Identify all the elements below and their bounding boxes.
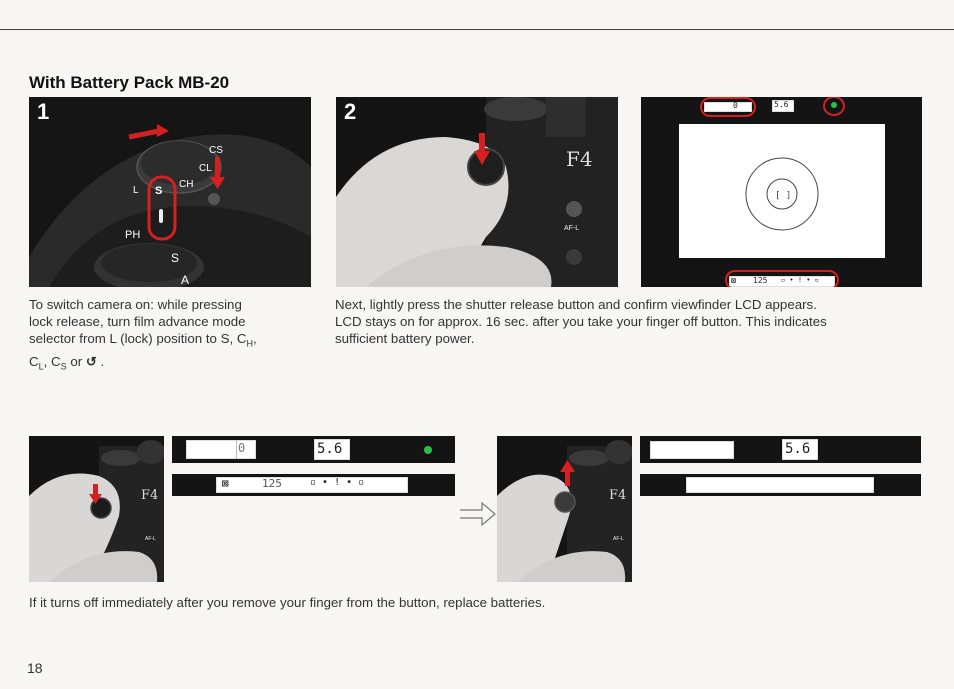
lcd-top-panel-off: 5.6 (640, 436, 921, 463)
lcd-scale-icon: ▫ • ! • ▫ (310, 477, 365, 488)
dial-label-ph: PH (125, 229, 141, 241)
page-number: 18 (27, 660, 43, 676)
viewfinder-scale-icon: ▫ • ! • ▫ (781, 276, 819, 284)
viewfinder-top-indicator-highlight (700, 97, 756, 117)
lcd-top-indicator-on (186, 440, 256, 459)
lcd-aperture-box-on (314, 439, 350, 460)
lcd-top-value-on: 0 (238, 441, 246, 455)
viewfinder-aperture: 5.6 (774, 100, 789, 109)
af-lock-label: AF-L (564, 225, 580, 232)
step-1-caption-line-3: selector from L (lock) position to S, CH… (29, 331, 257, 349)
bottom-caption: If it turns off immediately after you re… (29, 595, 546, 610)
dial-label-cl: CL (199, 163, 212, 174)
lcd-aperture-box-off (782, 439, 818, 460)
release-button-illustration (497, 436, 632, 582)
dial-label-cs: CS (209, 145, 223, 156)
lcd-top-panel-on: 0 5.6 (172, 436, 455, 463)
dial-label-s-lower: S (171, 251, 180, 265)
sub-s: S (60, 361, 67, 372)
step-2-caption-line-1: Next, lightly press the shutter release … (335, 297, 817, 312)
viewfinder-bottom-highlight (725, 270, 839, 287)
right-camera-model-label: F4 (609, 488, 627, 503)
shutter-press-illustration (336, 97, 618, 287)
left-camera-model-label: F4 (141, 488, 159, 503)
camera-model-label: F4 (566, 147, 593, 171)
arrow-right-icon (460, 501, 496, 527)
lcd-meter-icon: ⊠ (222, 477, 229, 490)
lcd-bottom-display-on (216, 477, 408, 493)
lcd-aperture-off: 5.6 (785, 441, 811, 457)
step-1-number: 1 (37, 99, 50, 124)
release-button-photo: F4 AF-L (497, 436, 632, 582)
sub-l: L (38, 361, 44, 372)
dial-label-s: S (155, 185, 163, 197)
lcd-shutter-on: 125 (262, 477, 282, 490)
ready-light-highlight (823, 97, 845, 116)
lcd-aperture-on: 5.6 (317, 441, 343, 457)
viewfinder-top-value: 0 (733, 101, 738, 110)
lcd-ready-light-icon (424, 446, 432, 454)
right-af-lock-label: AF-L (613, 536, 624, 542)
lcd-bottom-panel-on: ⊠ 125 ▫ • ! • ▫ (172, 474, 455, 496)
lcd-bottom-panel-off (640, 474, 921, 496)
lcd-divider (236, 440, 237, 459)
svg-text:[ ]: [ ] (775, 191, 791, 201)
step-2-number: 2 (344, 99, 357, 124)
left-af-lock-label: AF-L (145, 536, 156, 542)
step-2-caption-line-2: LCD stays on for approx. 16 sec. after y… (335, 314, 827, 329)
step-1-caption-line-2: lock release, turn film advance mode (29, 314, 246, 329)
viewfinder-screen (679, 124, 885, 258)
self-timer-icon: ↺ (85, 353, 97, 369)
step-1-caption-line-4: CL, CS or ↺ . (29, 353, 105, 372)
viewfinder-aperture-box (772, 100, 794, 112)
focus-circle-icon: [ ] (745, 157, 819, 231)
sub-h: H (246, 338, 254, 349)
step-2-caption-line-3: sufficient battery power. (335, 331, 475, 346)
step-1-caption: To switch camera on: while pressing lock… (29, 296, 319, 375)
lcd-top-indicator-off (650, 441, 734, 459)
step-2-photo: 2 F4 AF-L (336, 97, 618, 287)
top-rule (0, 29, 954, 30)
dial-label-l: L (133, 185, 139, 196)
lcd-bottom-display-off (686, 477, 874, 493)
viewfinder-diagram: 0 5.6 [ ] ⊠ 125 ▫ • ! • ▫ (641, 97, 922, 287)
dial-label-ch: CH (179, 179, 194, 190)
step-2-caption: Next, lightly press the shutter release … (335, 296, 925, 347)
step-1-photo: 1 S CH CL CS L PH S A (29, 97, 311, 287)
step-1-caption-line-1: To switch camera on: while pressing (29, 297, 242, 312)
section-heading: With Battery Pack MB-20 (29, 73, 230, 92)
press-button-photo: F4 AF-L (29, 436, 164, 582)
mode-dial-illustration (29, 97, 311, 287)
viewfinder-shutter: 125 (753, 276, 768, 285)
dial-label-a: A (181, 273, 190, 287)
press-button-illustration (29, 436, 164, 582)
